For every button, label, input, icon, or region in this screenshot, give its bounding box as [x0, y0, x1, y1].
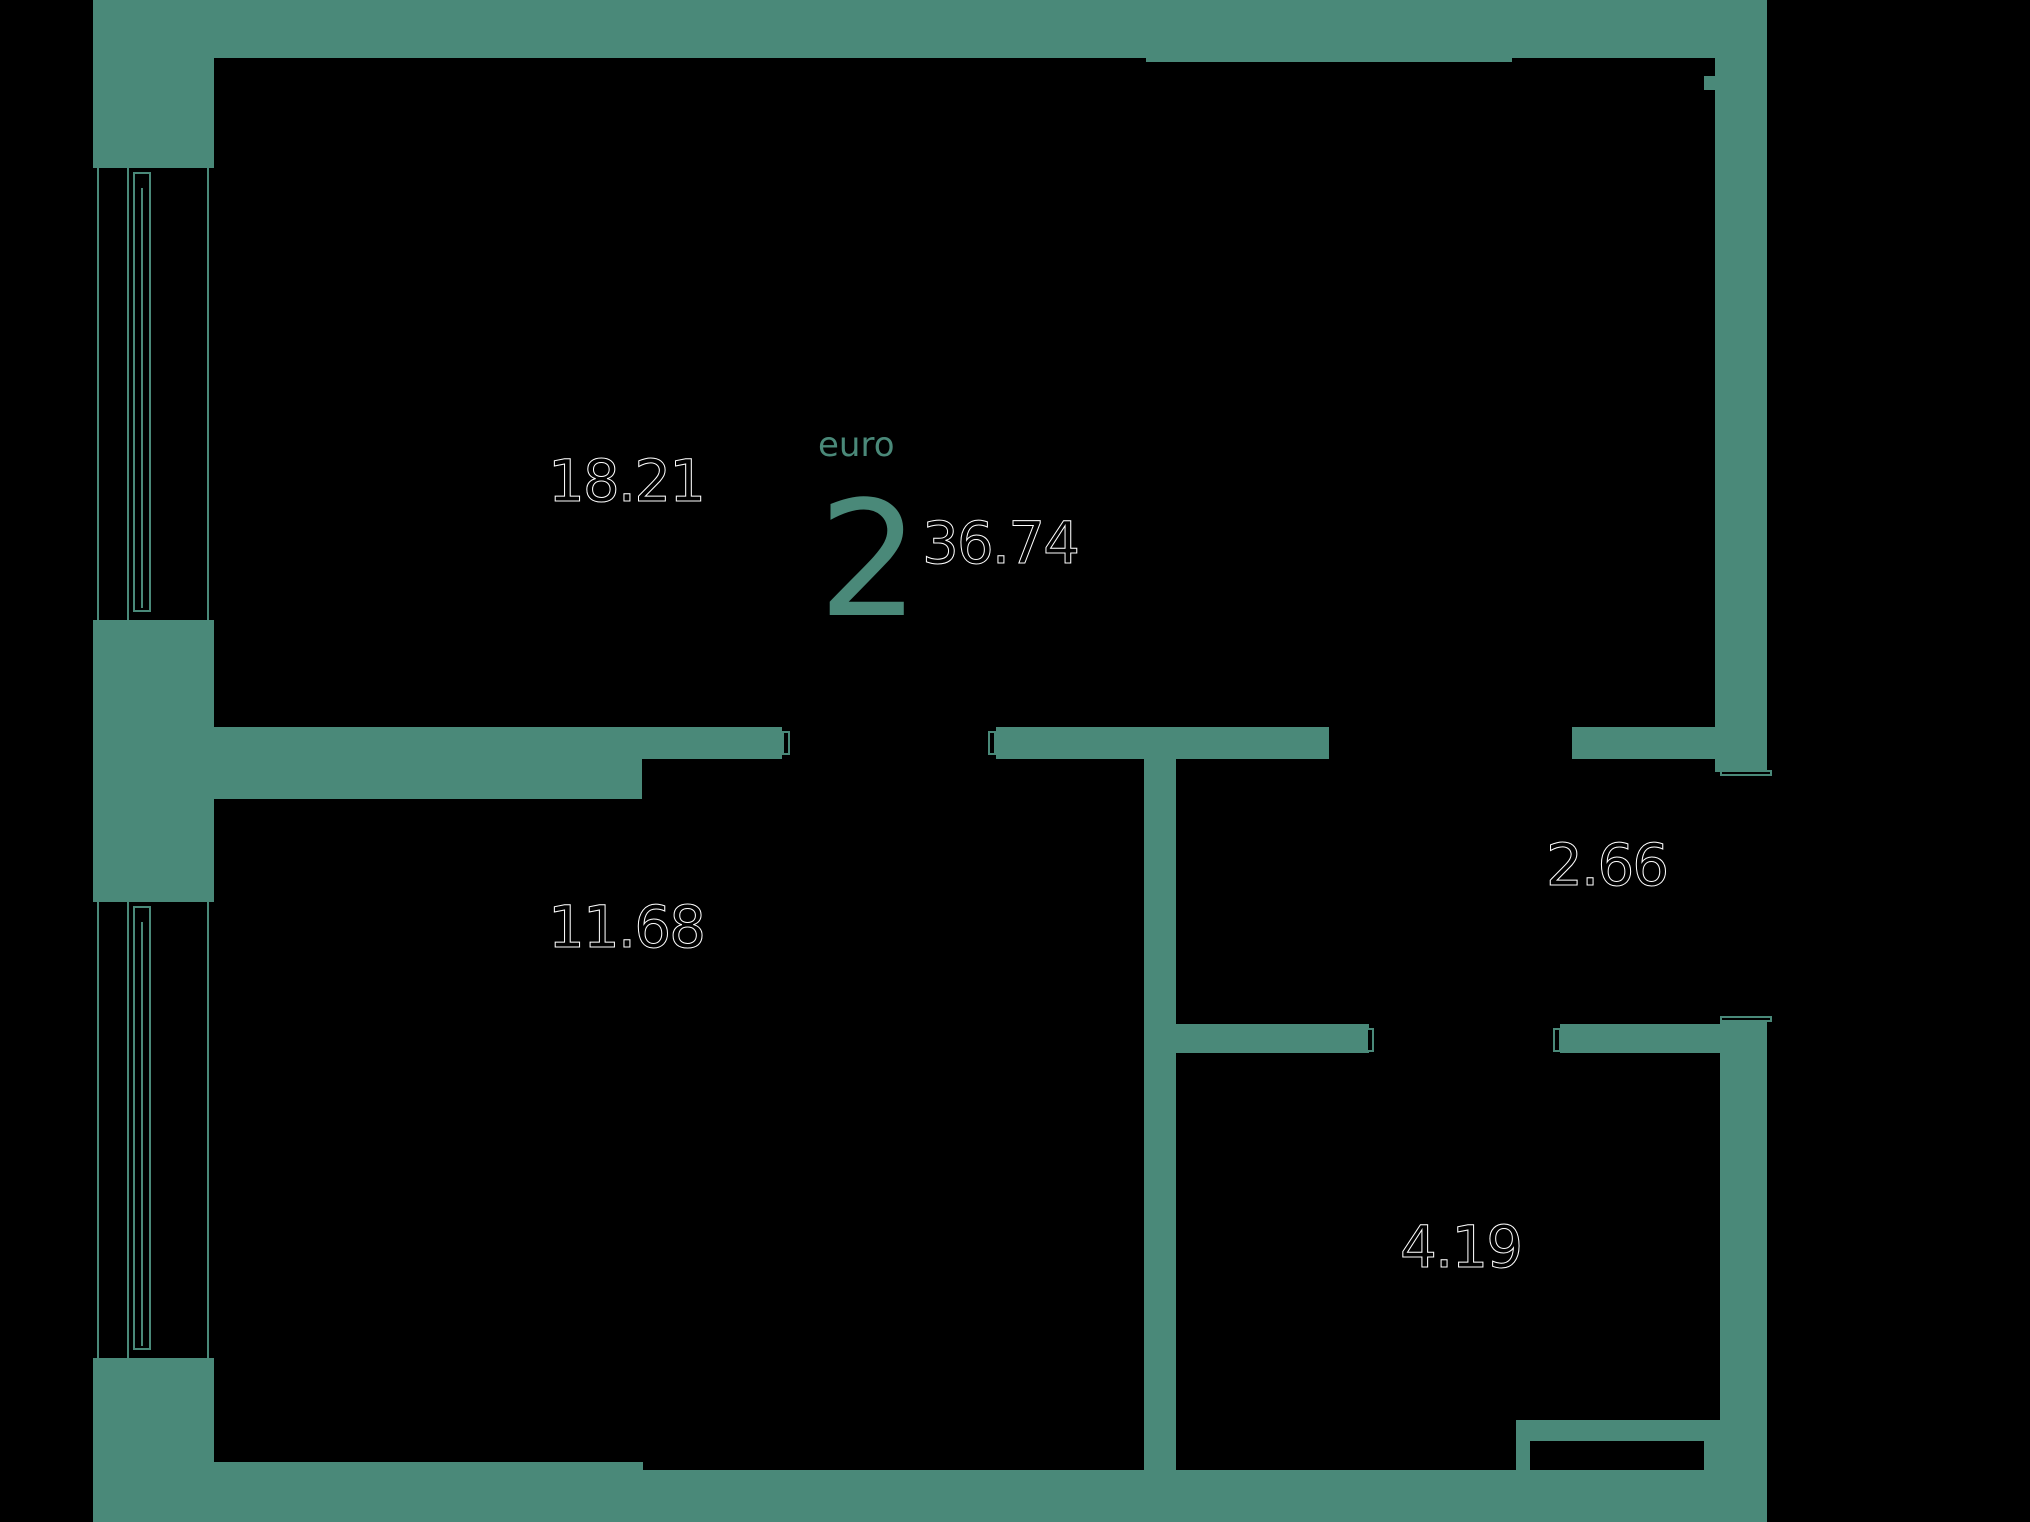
room-area-bathroom: 4.19 [1399, 1213, 1523, 1281]
outer-wall-left-pier-top [93, 0, 214, 168]
entrance-frame-top [1720, 770, 1772, 776]
door-jamb [1366, 1028, 1374, 1052]
outer-wall-top [93, 0, 1767, 58]
outer-wall-top-ledge [1146, 0, 1512, 62]
partition-hall [996, 727, 1329, 759]
outer-wall-right-lower [1720, 1022, 1767, 1522]
entrance-frame-bottom [1720, 1016, 1772, 1022]
outer-wall-bottom-thick [93, 1462, 643, 1522]
outer-wall-left-pier-middle [93, 620, 214, 902]
window-bedroom [95, 902, 213, 1358]
bathtub-edge [1704, 1441, 1710, 1473]
room-count: 2 [818, 466, 920, 653]
door-jamb [988, 731, 996, 755]
partition-living-bedroom-thick [214, 727, 642, 799]
door-jamb [782, 731, 790, 755]
wall-nub [1704, 76, 1716, 90]
room-area-living: 18.21 [547, 447, 706, 515]
room-area-bedroom: 11.68 [547, 893, 706, 961]
bathroom-wall-top-right [1560, 1024, 1720, 1053]
bathtub [1530, 1441, 1706, 1473]
total-area: 36.74 [921, 509, 1080, 577]
series-label: euro [818, 425, 895, 465]
window-living-room [95, 168, 213, 620]
room-area-hallway: 2.66 [1545, 831, 1669, 899]
partition-hall-right [1572, 727, 1717, 759]
bathroom-wall-top-left [1174, 1024, 1369, 1053]
outer-wall-right-upper [1715, 0, 1767, 772]
partition-vertical [1144, 757, 1176, 1472]
